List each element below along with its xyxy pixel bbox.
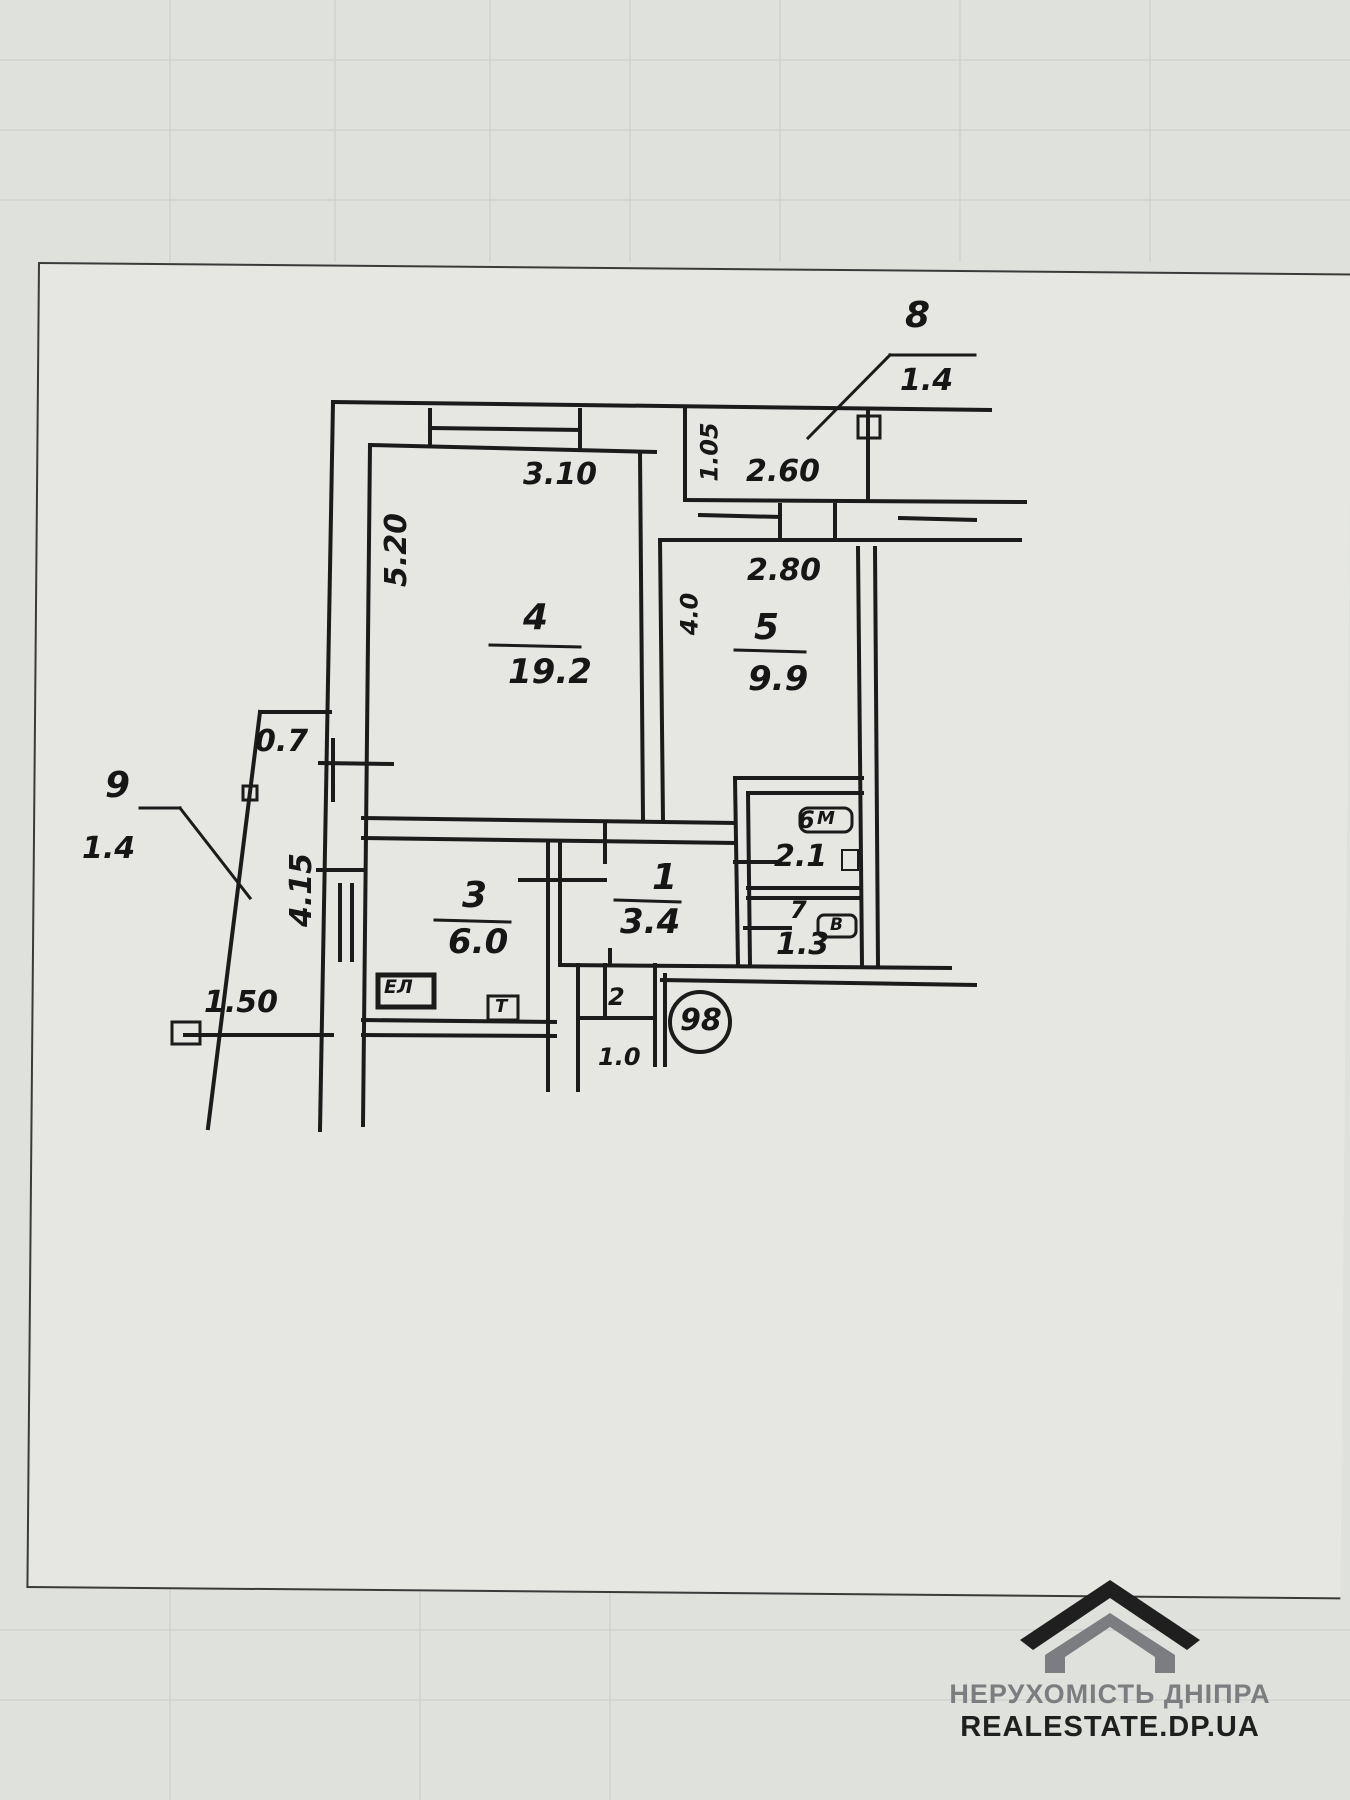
dim-closet-width: 1.0: [598, 1043, 641, 1071]
watermark-line1: НЕРУХОМІСТЬ ДНІПРА: [949, 1679, 1271, 1709]
kitchen-bottom-wall: [360, 1032, 558, 1039]
apartment-number: 98: [680, 1003, 722, 1038]
room-3-area: 6.0: [448, 922, 509, 962]
room-8-number: 8: [905, 295, 931, 336]
dim-balcony-depth: 1.05: [695, 422, 724, 482]
stove-label: ЕЛ: [384, 976, 413, 998]
dim-loggia-width: 1.50: [204, 985, 279, 1020]
partition-room4-room5: [637, 449, 646, 823]
dim-room4-length: 5.20: [379, 512, 415, 588]
room-5-number: 5: [754, 607, 780, 648]
room-2-number: 2: [608, 983, 625, 1011]
stove-fixture: [375, 972, 437, 1010]
room-8-area: 1.4: [900, 363, 954, 398]
room-6-number: 6: [798, 806, 815, 834]
bath-fixture: [816, 913, 858, 939]
watermark-line2: REALESTATE.DP.UA: [960, 1711, 1260, 1743]
dim-room4-width: 3.10: [523, 457, 598, 492]
dim-loggia-depth: 0.7: [255, 724, 309, 759]
dim-loggia-length: 4.15: [284, 852, 320, 928]
room5-right-wall-inner: [855, 545, 865, 968]
dim-room5-width: 2.80: [747, 553, 822, 588]
room-7-number: 7: [790, 896, 807, 924]
room-9-area: 1.4: [82, 831, 136, 866]
room-6-area: 2.1: [774, 839, 828, 874]
exterior-wall-top-inner: [367, 442, 658, 455]
balcony-8-post: [856, 414, 882, 440]
room-4-area: 19.2: [508, 652, 592, 692]
balcony-8-leader: [805, 352, 893, 441]
room-1-area: 3.4: [620, 902, 681, 942]
room5-right-wall-outer: [872, 545, 881, 968]
exterior-wall-left-inner: [360, 442, 373, 1128]
table-label: Т: [495, 996, 508, 1017]
apartment-number-circle: [668, 990, 732, 1054]
room-4-number: 4: [523, 597, 549, 638]
room-5-area: 9.9: [748, 659, 809, 699]
room-7-area: 1.3: [776, 927, 830, 962]
house-icon: [1020, 1580, 1200, 1673]
table-fixture: [486, 994, 520, 1022]
room-9-number: 9: [105, 765, 131, 806]
sink-fixture: [798, 806, 854, 834]
loggia-9-wall: [205, 709, 263, 1131]
room-1-number: 1: [652, 857, 678, 898]
bath-label: В: [830, 915, 843, 935]
watermark-logo: НЕРУХОМІСТЬ ДНІПРА REALESTATE.DP.UA: [890, 1575, 1330, 1745]
exterior-wall-left-outer: [317, 399, 336, 1133]
loggia-9-post: [170, 1020, 202, 1046]
dim-balcony-width: 2.60: [746, 454, 821, 489]
dim-room5-length: 4.0: [675, 592, 704, 636]
room-3-number: 3: [462, 875, 488, 916]
sink-label: М: [817, 808, 835, 829]
exterior-wall-top-outer: [330, 399, 993, 413]
